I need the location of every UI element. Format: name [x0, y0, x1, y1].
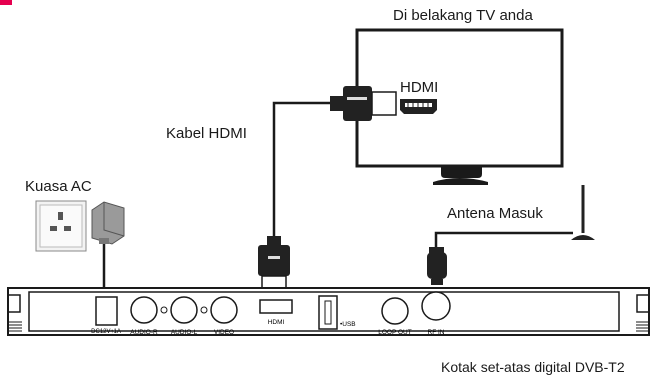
audio-l-port: AUDIO-L [170, 296, 198, 336]
audio-r-label: AUDIO-R [130, 329, 158, 336]
hdmi-port: HDMI [259, 299, 293, 326]
dc-port-label: DC12V↑1A [91, 329, 121, 335]
audio-l-label: AUDIO-L [171, 329, 198, 336]
wall-socket-icon [35, 200, 87, 252]
loop-out-label: LOOP OUT [378, 329, 412, 336]
antenna-icon [571, 185, 595, 240]
video-label: VIDEO [214, 329, 234, 336]
screw-icon [200, 306, 208, 314]
tv-hdmi-label: HDMI [400, 79, 439, 96]
hdmi-plug-icon [330, 86, 397, 121]
rf-in-label: RF IN [428, 329, 445, 336]
power-adapter-icon [91, 201, 125, 291]
antenna-label: Antena Masuk [447, 205, 543, 222]
audio-r-port: AUDIO-R [130, 296, 158, 336]
video-port: VIDEO [210, 296, 238, 336]
hdmi-port-label: HDMI [268, 319, 285, 326]
tv-back-label: Di belakang TV anda [393, 7, 533, 24]
set-top-box-label: Kotak set-atas digital DVB-T2 [441, 359, 625, 375]
antenna-cable [427, 231, 573, 285]
hdmi-cable-label: Kabel HDMI [166, 125, 247, 142]
usb-port: •USB [318, 295, 356, 330]
rf-in-port: RF IN [421, 291, 451, 336]
hdmi-cable [272, 101, 330, 236]
accent-corner-mark [0, 0, 12, 5]
screw-icon [160, 306, 168, 314]
ac-power-label: Kuasa AC [25, 178, 92, 195]
hdmi-port-icon [400, 99, 437, 114]
dc-power-port: DC12V↑1A [91, 296, 121, 335]
usb-label: •USB [340, 321, 356, 328]
loop-out-port: LOOP OUT [378, 297, 412, 336]
hdmi-plug-icon [258, 236, 290, 298]
